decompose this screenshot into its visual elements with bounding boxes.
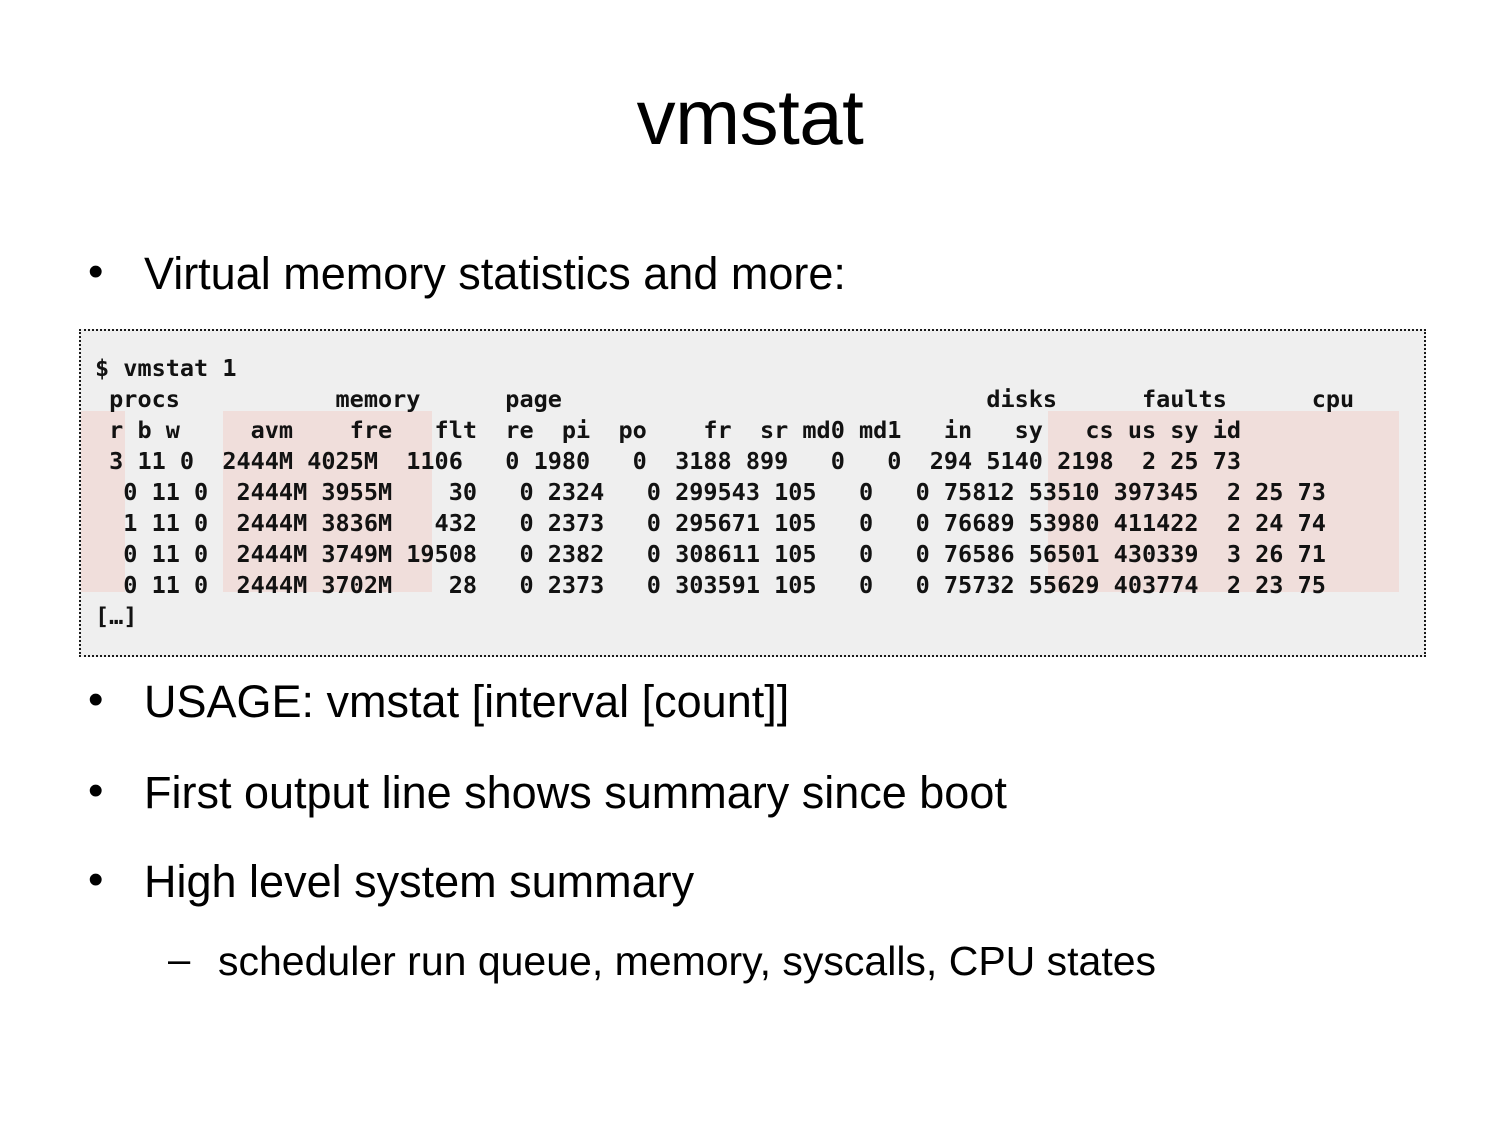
page-title: vmstat [636, 73, 864, 161]
highlight-runqueue-column [81, 411, 125, 592]
bullet-text: scheduler run queue, memory, syscalls, C… [218, 938, 1157, 984]
bullet-item-usage: • USAGE: vmstat [interval [count]] [88, 675, 790, 727]
bullet-marker-icon: • [88, 766, 104, 815]
bullet-text: High level system summary [144, 856, 695, 907]
bullet-marker-icon: • [88, 247, 104, 296]
bullet-item-first-line: • First output line shows summary since … [88, 766, 1007, 818]
highlight-memory-columns [223, 411, 432, 592]
highlight-cpu-columns [1048, 411, 1399, 592]
bullet-text: First output line shows summary since bo… [144, 767, 1007, 818]
terminal-output-block: $ vmstat 1 procs memory page disks fault… [79, 329, 1426, 657]
bullet-marker-icon: • [88, 675, 104, 724]
bullet-marker-icon: • [88, 855, 104, 904]
dash-marker-icon: – [168, 938, 191, 982]
bullet-item-scheduler: – scheduler run queue, memory, syscalls,… [168, 938, 1157, 984]
bullet-text: USAGE: vmstat [interval [count]] [144, 676, 790, 727]
terminal-inner: $ vmstat 1 procs memory page disks fault… [81, 331, 1424, 655]
bullet-item-high-level: • High level system summary [88, 855, 695, 907]
terminal-text: $ vmstat 1 procs memory page disks fault… [95, 354, 1355, 630]
bullet-text: Virtual memory statistics and more: [144, 248, 846, 299]
bullet-item-intro: • Virtual memory statistics and more: [88, 247, 846, 299]
